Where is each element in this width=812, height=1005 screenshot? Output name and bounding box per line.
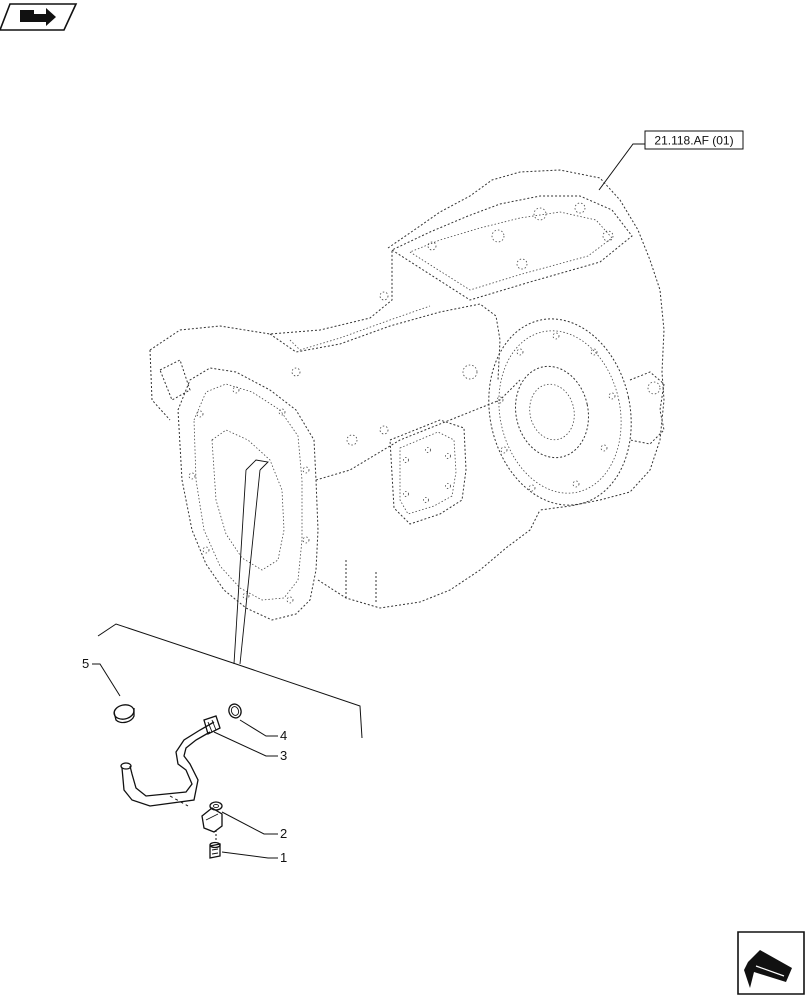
part-5-cap[interactable] [113,703,135,724]
callout-4[interactable]: 4 [280,728,287,743]
callout-2[interactable]: 2 [280,826,287,841]
part-1-bolt[interactable] [209,841,221,859]
callout-1[interactable]: 1 [280,850,287,865]
reference-label[interactable]: 21.118.AF (01) [644,130,744,150]
leader-1 [221,851,278,859]
part-3-pipe[interactable] [120,715,221,807]
pipe-clip[interactable] [201,807,223,833]
transmission-housing [149,169,665,621]
part-2-washer[interactable] [209,801,223,811]
cover-bolts [403,447,451,503]
leader-2 [221,811,278,835]
callout-5[interactable]: 5 [82,656,89,671]
return-arrow-icon[interactable] [737,931,805,995]
reference-leader [598,143,645,191]
flywheel-bolts [496,332,616,492]
book-arrow-icon[interactable] [0,3,78,31]
reference-label-text: 21.118.AF (01) [654,134,733,148]
callout-3[interactable]: 3 [280,748,287,763]
explode-bracket [97,459,363,739]
leader-5 [92,663,121,697]
part-4-o-ring[interactable] [227,702,243,719]
leader-3 [213,731,278,757]
leader-4 [239,719,278,737]
